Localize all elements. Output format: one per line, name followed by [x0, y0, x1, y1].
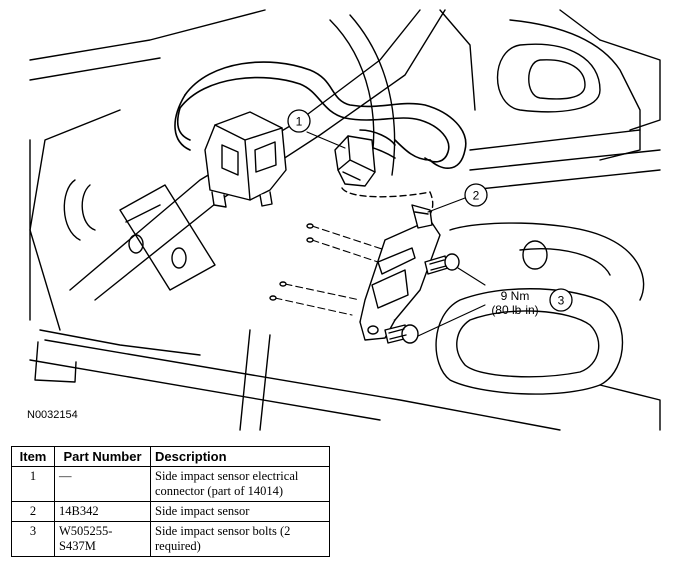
sensor-electrical-connector: [334, 135, 376, 187]
row-description: Side impact sensor bolts (2 required): [150, 521, 330, 557]
callout-leaders: [306, 131, 486, 337]
callout-3-number: 3: [558, 294, 565, 308]
row-part-number: W505255-S437M: [54, 521, 151, 557]
table-row: 2 14B342 Side impact sensor: [11, 501, 330, 522]
callout-2: 2: [464, 183, 488, 207]
figure-id: N0032154: [27, 409, 78, 421]
row-item: 3: [11, 521, 55, 557]
wiring-harness: [174, 61, 467, 169]
mounting-alignment-lines: [274, 225, 386, 316]
parts-table: Item Part Number Description 1 — Side im…: [11, 446, 330, 557]
seat-frame-linework: [29, 9, 661, 431]
row-description: Side impact sensor electrical connector …: [150, 466, 330, 502]
side-impact-sensor: [359, 204, 441, 341]
table-header-row: Item Part Number Description: [11, 446, 330, 467]
callout-3-torque-lbin: (80 lb-in): [491, 303, 538, 317]
row-part-number: —: [54, 466, 151, 502]
header-description: Description: [150, 446, 330, 467]
row-description: Side impact sensor: [150, 501, 330, 522]
sensor-bolt-lower: [384, 324, 419, 344]
header-item: Item: [11, 446, 55, 467]
callout-3-torque-nm: 9 Nm: [501, 289, 530, 303]
row-item: 1: [11, 466, 55, 502]
sensor-installation-diagram: 1 2 9 Nm (80 lb-in) 3: [29, 9, 661, 431]
harness-connector-block: [204, 111, 287, 208]
callout-2-number: 2: [473, 189, 480, 203]
table-row: 1 — Side impact sensor electrical connec…: [11, 466, 330, 502]
row-item: 2: [11, 501, 55, 522]
mounting-holes: [269, 223, 314, 301]
table-row: 3 W505255-S437M Side impact sensor bolts…: [11, 521, 330, 557]
callout-1-number: 1: [296, 115, 303, 129]
row-part-number: 14B342: [54, 501, 151, 522]
callout-3: 9 Nm (80 lb-in) 3: [491, 288, 573, 317]
callout-1: 1: [287, 109, 311, 133]
sensor-bolt-upper: [424, 253, 460, 275]
header-part-number: Part Number: [54, 446, 151, 467]
